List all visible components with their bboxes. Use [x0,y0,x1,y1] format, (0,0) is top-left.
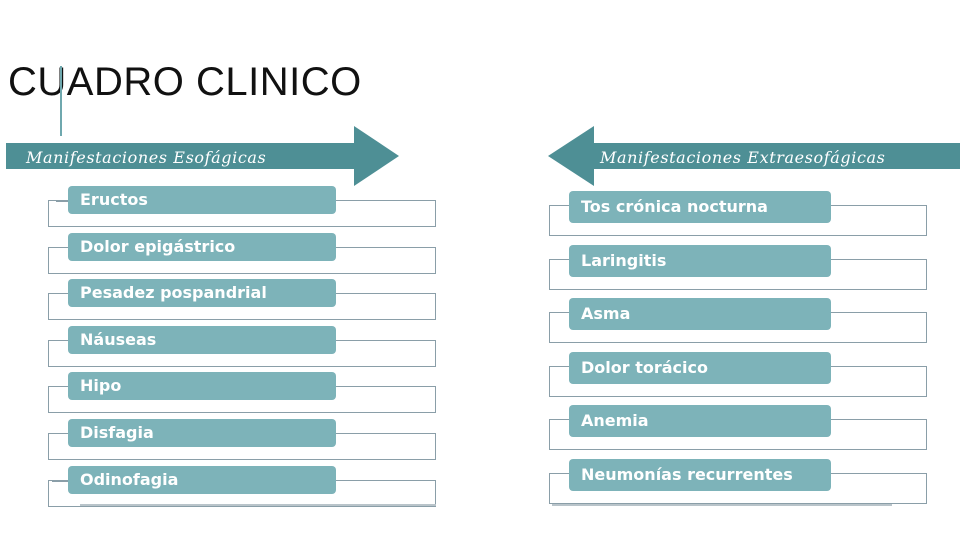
manifestation-item: Náuseas [68,325,336,354]
manifestation-item: Dolor epigástrico [68,232,336,261]
manifestation-item: Anemia [569,405,831,437]
list-base-line [552,504,892,506]
manifestation-item: Odinofagia [68,465,336,494]
left-header-label: Manifestaciones Esofágicas [26,148,267,167]
manifestation-item: Tos crónica nocturna [569,191,831,223]
manifestation-item: Laringitis [569,244,831,277]
right-header-arrow [548,126,960,186]
bracket-tick [56,200,68,202]
title-accent-line [60,66,62,136]
manifestation-item: Hipo [68,372,336,401]
manifestation-item: Asma [569,298,831,330]
manifestation-item: Disfagia [68,419,336,447]
list-base-line [80,504,436,506]
page-title: CUADRO CLINICO [8,60,362,104]
right-header-label: Manifestaciones Extraesofágicas [600,148,886,167]
manifestation-item: Pesadez pospandrial [68,279,336,308]
bracket-tick [52,480,68,482]
manifestation-item: Dolor torácico [569,351,831,384]
manifestation-item: Eructos [68,186,336,214]
left-header-arrow [6,126,399,186]
manifestation-item: Neumonías recurrentes [569,458,831,491]
